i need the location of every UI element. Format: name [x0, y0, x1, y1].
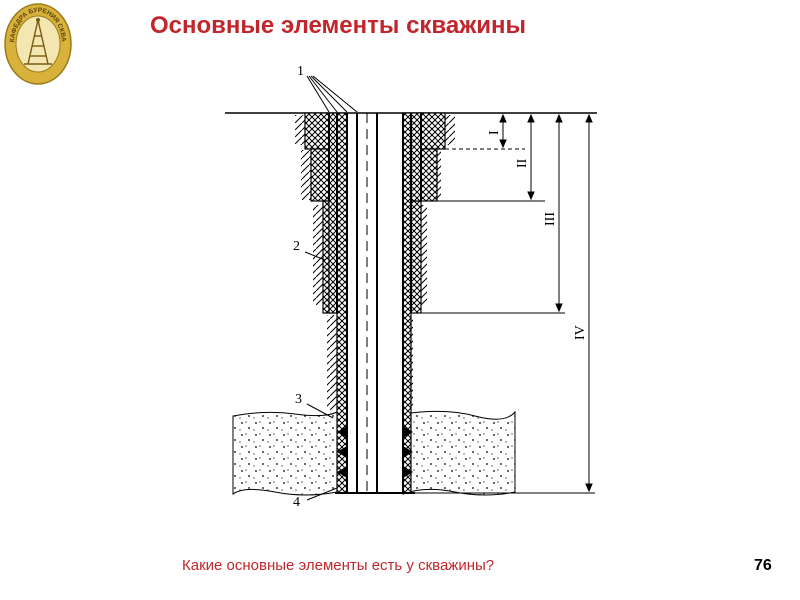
element-label-2: 2	[293, 239, 300, 254]
element-label-3: 3	[295, 392, 302, 407]
interval-label-I: I	[487, 130, 502, 135]
page-number: 76	[754, 557, 772, 574]
question-caption: Какие основные элементы есть у скважины?	[182, 557, 495, 574]
interval-label-II: II	[515, 158, 530, 168]
page-title: Основные элементы скважины	[150, 12, 526, 39]
well-schematic-diagram: I II III IV 1 2 3 4	[210, 60, 625, 510]
element-label-4: 4	[293, 495, 300, 510]
rock-wall-left	[295, 115, 337, 410]
department-logo: КАФЕДРА БУРЕНИЯ СКВАЖИН	[0, 0, 74, 86]
dimension-arrows	[499, 113, 593, 493]
depth-reference-lines	[415, 148, 595, 494]
drilling-rig-emblem-icon: КАФЕДРА БУРЕНИЯ СКВАЖИН	[0, 0, 72, 85]
interval-label-III: III	[543, 212, 558, 226]
productive-layer-left	[232, 411, 338, 496]
well-schematic-svg: I II III IV 1 2 3 4	[210, 64, 597, 510]
element-label-1: 1	[297, 64, 304, 79]
leader-lines	[304, 75, 358, 501]
perforations	[337, 426, 413, 478]
interval-label-IV: IV	[573, 325, 588, 340]
productive-layer-right	[402, 410, 516, 496]
